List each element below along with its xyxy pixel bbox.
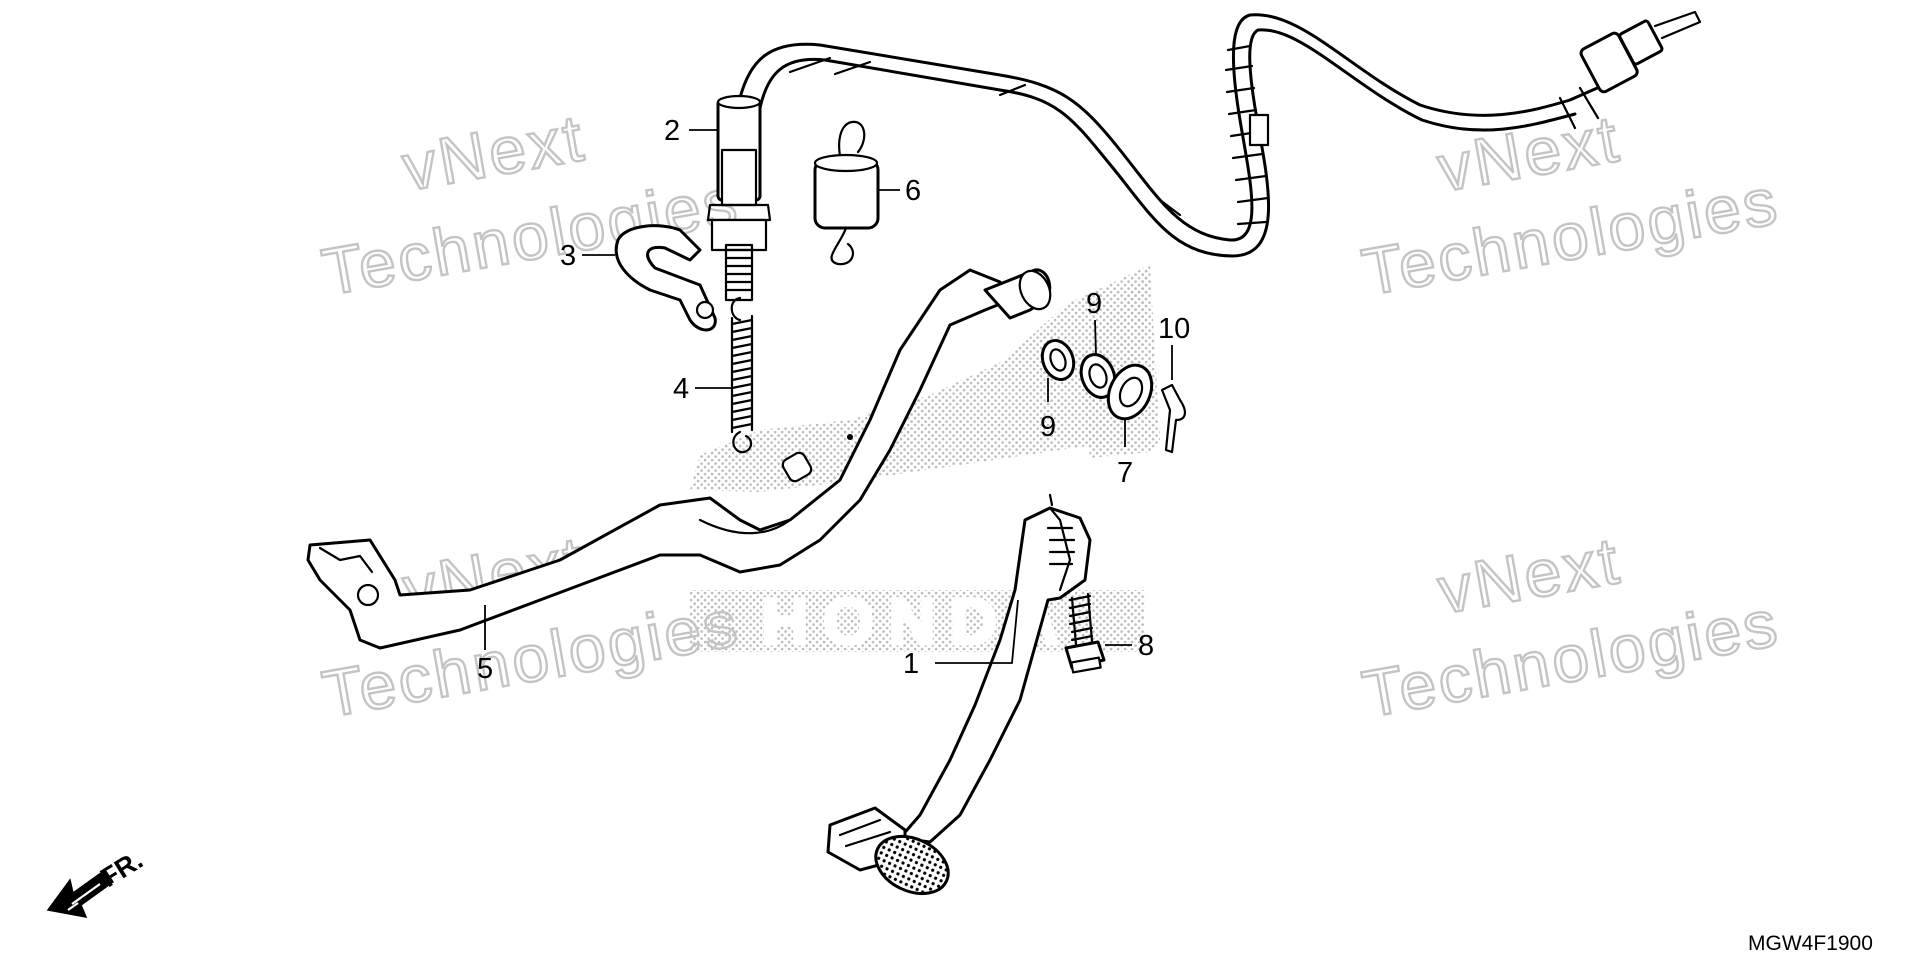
dust-seal-outer [1079,353,1117,399]
callout-10: 10 [1158,313,1190,345]
brand-wordmark: HONDA [761,584,1073,658]
cotter-pin [1160,383,1186,454]
callout-4: 4 [673,373,689,405]
switch-cable [738,10,1702,258]
callout-6: 6 [905,175,921,207]
callout-9-lower: 9 [1040,411,1056,443]
callout-2: 2 [664,115,680,147]
honda-wordmark: HONDA [690,583,1145,660]
callouts: 2 3 4 6 5 1 8 9 9 7 10 [477,115,1190,685]
switch-clip [614,224,717,332]
brake-pedal-return-spring [813,120,880,266]
washer [1106,363,1154,421]
watermark-line1: vNext [397,100,591,205]
callout-1: 1 [903,648,919,680]
leader-lines [484,129,1173,664]
callout-5: 5 [477,653,493,685]
callout-8: 8 [1138,630,1154,662]
watermark-line2: Technologies [1357,163,1785,309]
gearshift-pedal [826,493,1092,896]
dust-seal-inner [1040,339,1076,381]
callout-9-upper: 9 [1086,288,1102,320]
diagram-code: MGW4F1900 [1748,932,1873,955]
callout-7: 7 [1117,457,1133,489]
rear-stop-switch [706,94,772,302]
watermark-line1: vNext [1433,523,1627,628]
callout-3: 3 [560,240,576,272]
front-direction-arrow: FR. [46,845,148,918]
brake-pedal [306,268,1052,650]
watermark-line2: Technologies [1357,585,1785,731]
stop-switch-spring [730,296,754,454]
pinch-bolt [1064,592,1106,674]
